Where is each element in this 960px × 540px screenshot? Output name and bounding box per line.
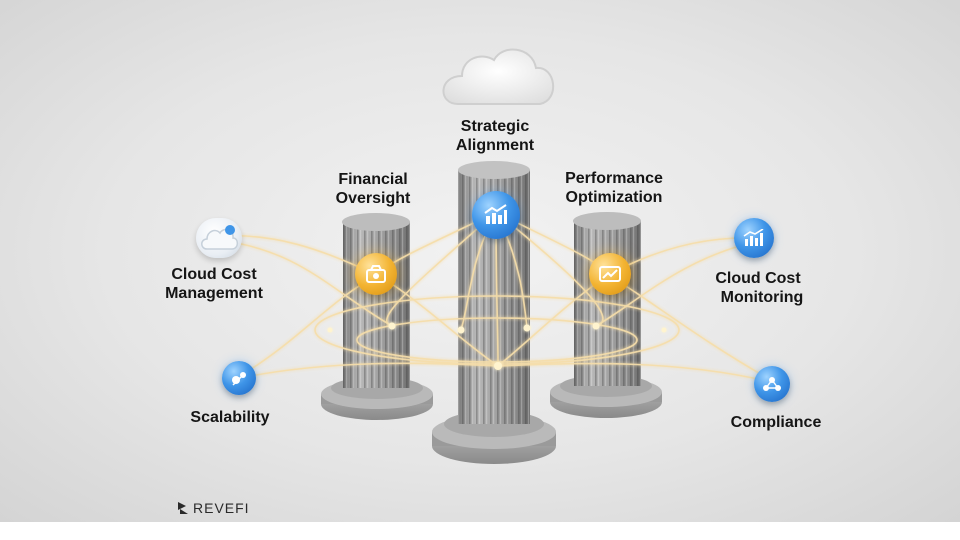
scalability-node[interactable]: [222, 361, 256, 395]
cloud-icon: [201, 225, 239, 250]
connection-dots: [327, 322, 667, 370]
scalability-label: Scalability: [190, 409, 270, 426]
cloud-cost-management-node[interactable]: [196, 218, 242, 258]
performance-optimization-node[interactable]: [589, 253, 631, 295]
coins-icon: [366, 265, 386, 283]
network-icon: [763, 377, 781, 391]
diagram-canvas: Strategic Alignment Financial Oversight …: [0, 0, 960, 522]
financial-oversight-label: Financial Oversight: [335, 171, 411, 207]
cloud-cost-management-label: Cloud Cost Management: [165, 266, 263, 302]
scale-icon: [232, 372, 246, 386]
revefi-logo-icon: [178, 502, 188, 514]
brand-logo: REVEFI: [177, 500, 250, 516]
top-cloud-ornament: [442, 48, 555, 105]
bottom-strip: [0, 522, 960, 540]
bar-chart-icon: [743, 229, 764, 246]
compliance-node[interactable]: [754, 366, 790, 402]
pillars-illustration: [217, 48, 772, 464]
compliance-label: Compliance: [730, 414, 822, 431]
brand-name: REVEFI: [193, 500, 250, 516]
trend-icon: [599, 266, 621, 282]
right-pillar: [550, 212, 662, 418]
strategic-alignment-label: Strategic Alignment: [455, 118, 535, 154]
performance-optimization-label: Performance Optimization: [565, 170, 663, 206]
financial-oversight-node[interactable]: [355, 253, 397, 295]
chart-icon: [484, 204, 507, 224]
cloud-cost-monitoring-node[interactable]: [734, 218, 774, 258]
cloud-cost-monitoring-label: Cloud Cost Monitoring: [715, 270, 804, 306]
strategic-alignment-node[interactable]: [472, 191, 520, 239]
